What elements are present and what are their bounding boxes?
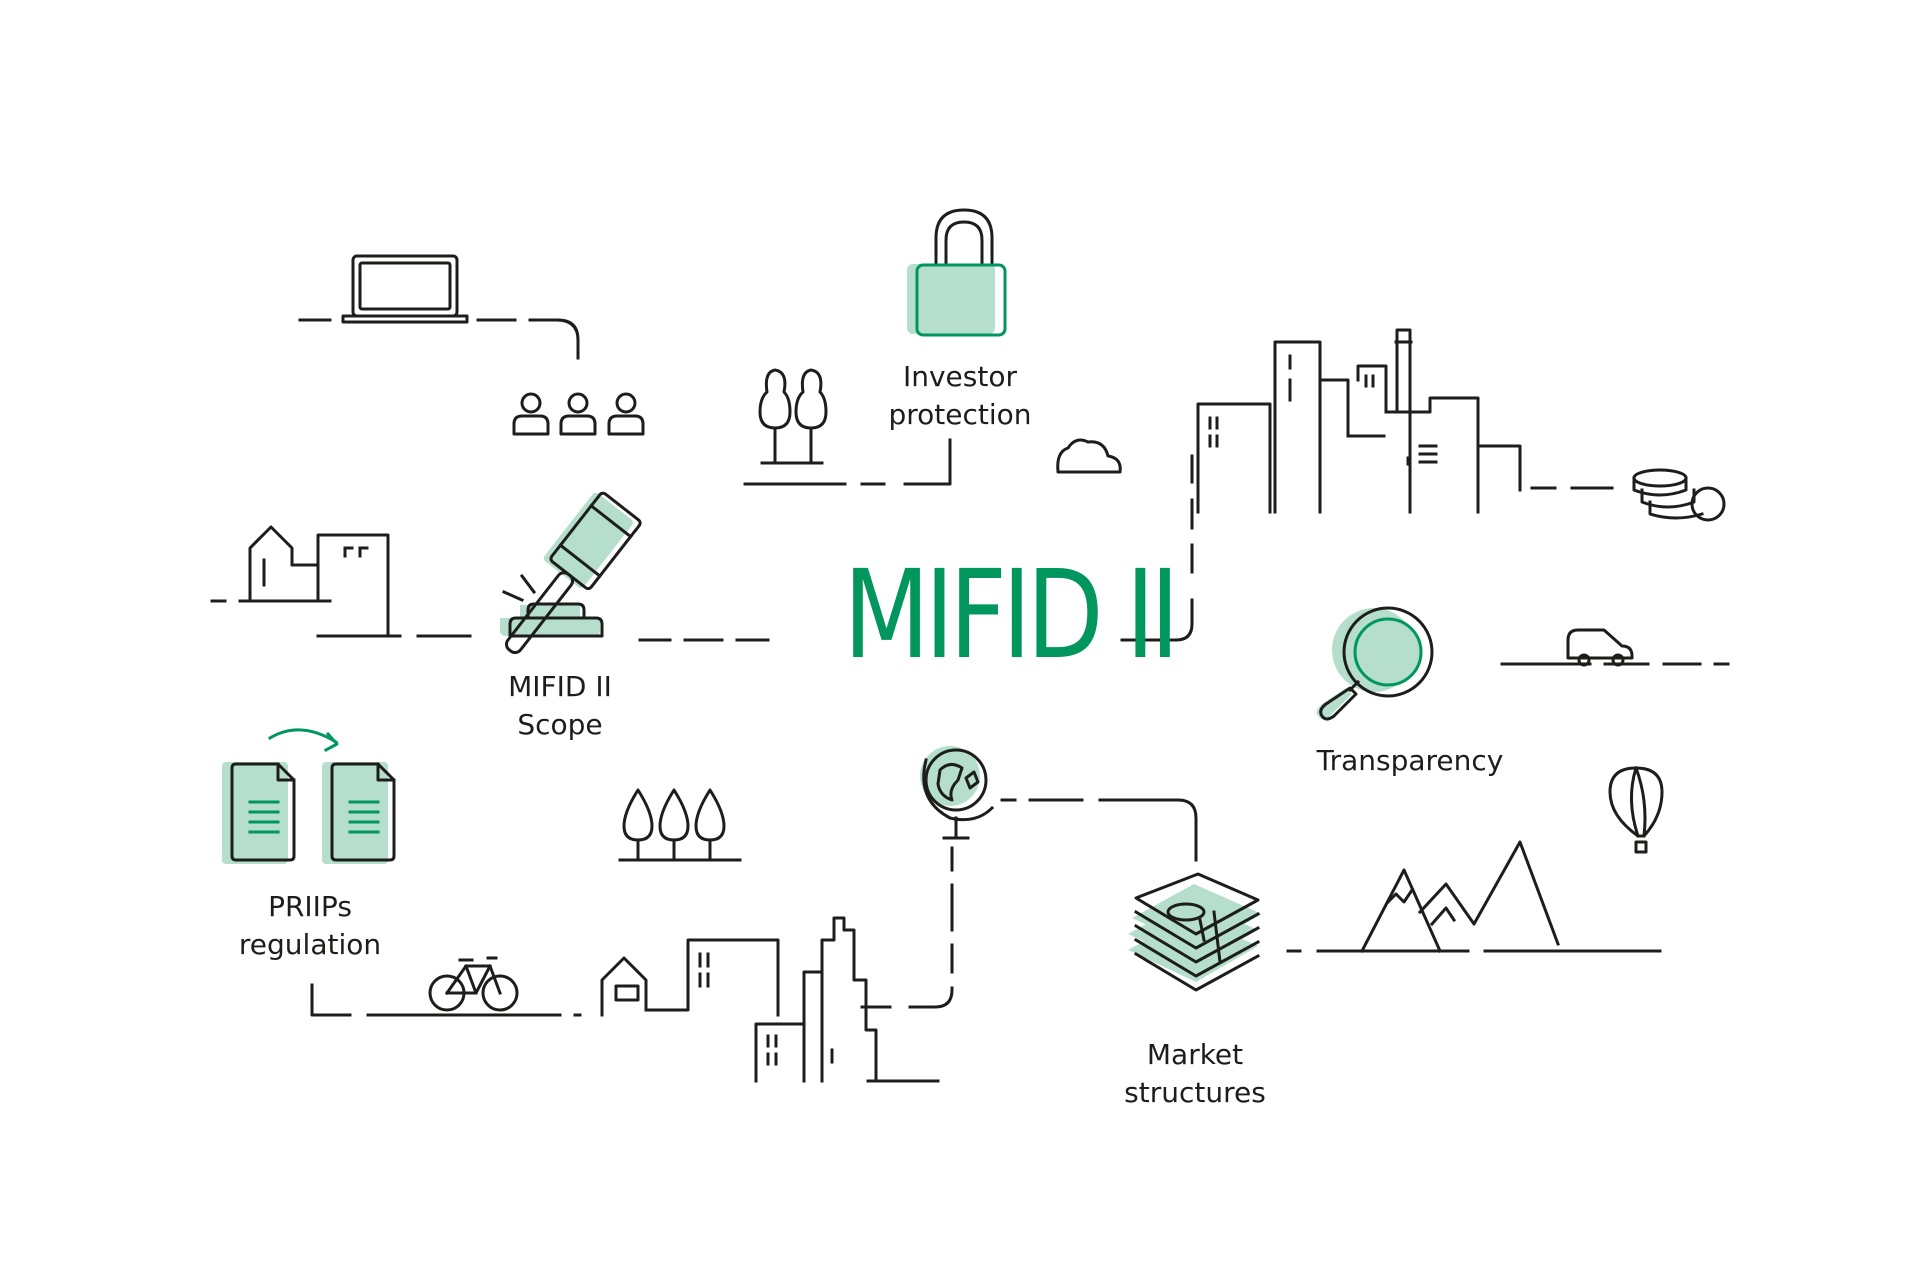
magnifier-icon — [1316, 606, 1434, 721]
priips-regulation-label: PRIIPs regulation — [238, 890, 382, 961]
trees-triple-icon — [618, 788, 742, 862]
car-icon — [1566, 628, 1634, 667]
globe-icon — [920, 746, 995, 840]
connector-lines — [210, 318, 1730, 1083]
page-title: MIFID II — [843, 544, 1179, 686]
houses-left-icon — [248, 525, 390, 638]
cloud-icon — [1056, 438, 1122, 474]
coins-icon — [1632, 468, 1726, 522]
gavel-icon — [500, 491, 642, 655]
mifid-scope-label: MIFID II Scope — [508, 670, 612, 741]
money-stack-icon — [1128, 872, 1262, 992]
trees-pair-icon — [756, 368, 847, 486]
investor-protection-label: Investor protection — [888, 360, 1032, 431]
laptop-icon — [341, 254, 469, 324]
mountains-icon — [1359, 840, 1560, 954]
bicycle-icon — [428, 956, 519, 1012]
market-structures-label: Market structures — [1124, 1038, 1266, 1109]
people-group-icon — [512, 392, 645, 436]
hot-air-balloon-icon — [1608, 766, 1664, 854]
padlock-icon — [907, 208, 1007, 337]
city-skyline-bottom-icon — [600, 916, 878, 1083]
documents-icon — [222, 728, 396, 864]
city-skyline-right-icon — [1196, 328, 1522, 514]
transparency-label: Transparency — [1316, 744, 1504, 777]
